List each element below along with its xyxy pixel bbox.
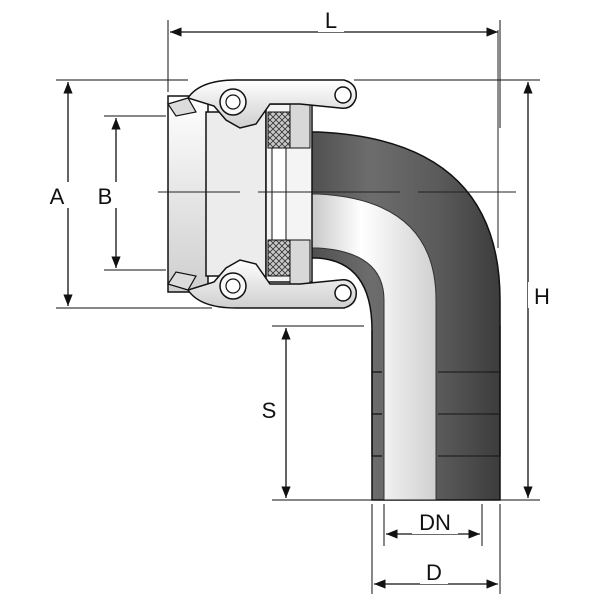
label-D: D xyxy=(426,560,442,585)
coupler-head xyxy=(167,79,357,309)
label-S: S xyxy=(262,398,277,423)
label-A: A xyxy=(50,184,65,209)
gasket-top xyxy=(267,111,291,149)
label-B: B xyxy=(98,184,113,209)
label-L: L xyxy=(325,8,337,33)
label-DN: DN xyxy=(419,510,451,535)
elbow-bore xyxy=(311,193,437,501)
label-H: H xyxy=(534,284,550,309)
dimension-labels: L A B H S DN D xyxy=(44,6,556,585)
center-lines xyxy=(158,30,516,248)
cam-lever-bottom xyxy=(167,259,357,309)
hose-barbs xyxy=(371,325,501,457)
cam-lever-top xyxy=(167,79,357,129)
extension-lines xyxy=(56,20,540,594)
gasket-bottom xyxy=(267,239,291,277)
